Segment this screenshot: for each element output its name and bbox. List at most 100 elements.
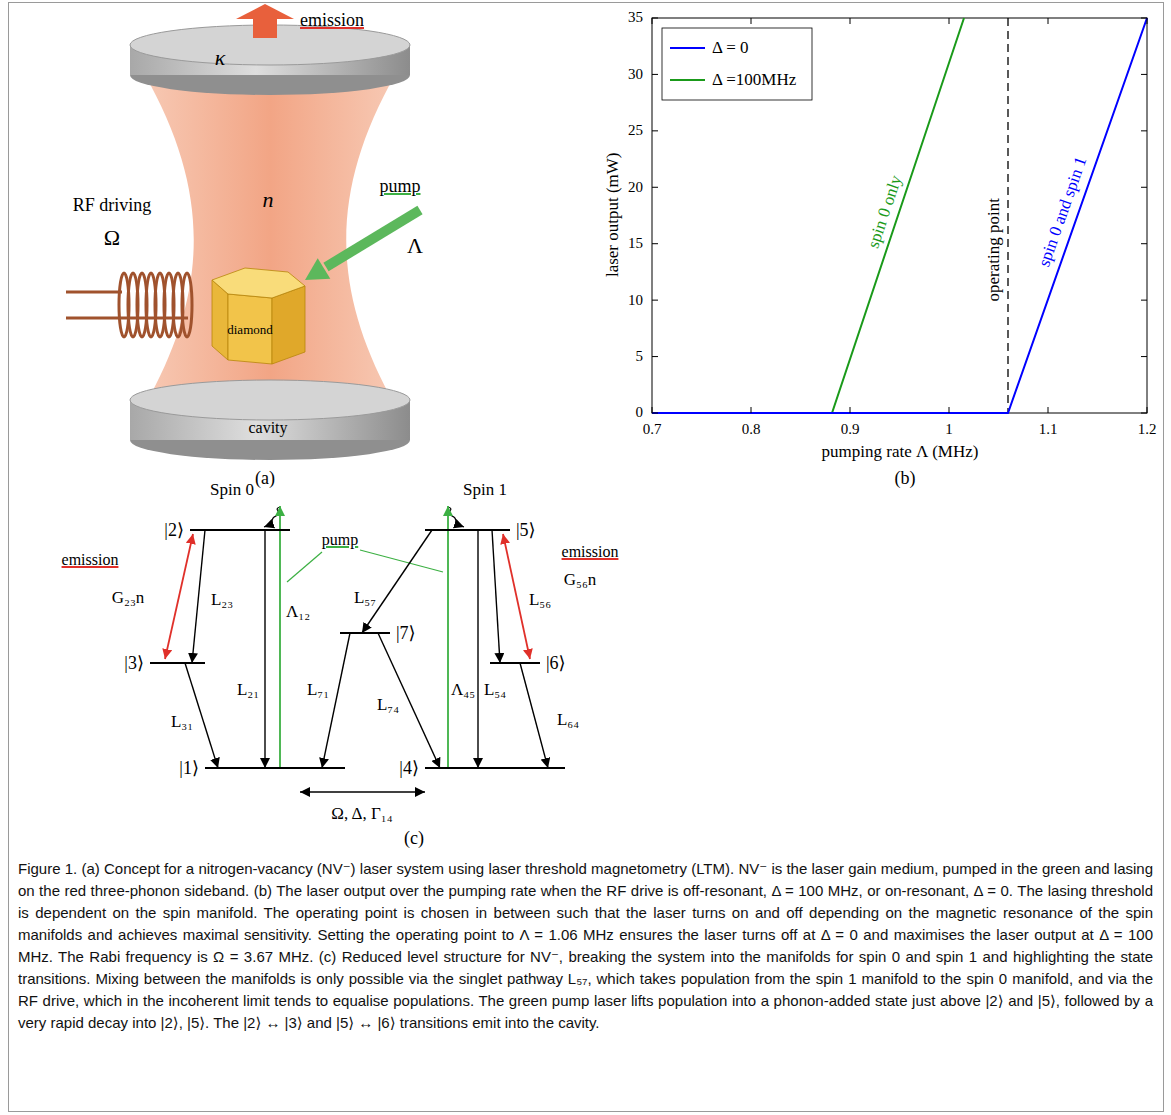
energy-level: |6⟩: [490, 653, 566, 674]
level-label: |1⟩: [179, 758, 199, 779]
annotation-label: emission: [562, 543, 619, 561]
axis-tick: [652, 300, 658, 301]
axis-tick: [652, 407, 653, 413]
transition-arrow: [322, 633, 350, 768]
axis-tick: [1147, 18, 1148, 24]
transition-arrow: [447, 506, 449, 768]
tick-label: 5: [636, 348, 644, 365]
pump-label: pump: [379, 176, 420, 197]
tick-label: 20: [628, 179, 643, 196]
phonon-decay: [264, 507, 464, 527]
tick-label: 30: [628, 66, 643, 83]
transition-label: L₆₄: [557, 710, 579, 730]
level-line: [190, 529, 290, 531]
energy-level: |5⟩: [425, 520, 536, 541]
level-label: |4⟩: [399, 758, 419, 779]
rf-label: RF driving: [73, 195, 152, 216]
transition-label: Ω, Δ, Γ₁₄: [331, 804, 392, 824]
tick-label: 15: [628, 235, 643, 252]
axis-tick: [652, 18, 653, 24]
tick-label: 0.8: [742, 421, 761, 438]
transition-label: L₇₄: [377, 695, 399, 715]
manifold-label: Spin 1: [463, 480, 507, 500]
tick-label: 0.7: [643, 421, 662, 438]
emission-arrow: [236, 4, 294, 38]
energy-level: |7⟩: [340, 623, 416, 644]
transition-label: G₂₃n: [112, 588, 145, 608]
tick-label: 25: [628, 122, 643, 139]
axis-tick: [1147, 407, 1148, 413]
axis-title: laser output (mW): [602, 153, 622, 278]
axis-tick: [850, 18, 851, 24]
part-label: diamond: [227, 323, 273, 338]
legend-box: [662, 28, 812, 100]
transition-arrow: [477, 530, 478, 768]
transition-label: Λ₁₂: [286, 602, 310, 622]
symbol-label: n: [263, 187, 274, 212]
transition-arrow: [192, 530, 205, 663]
tick-label: 1.1: [1039, 421, 1058, 438]
figure-caption: Figure 1. (a) Concept for a nitrogen-vac…: [18, 858, 1153, 1034]
axis-tick: [850, 407, 851, 413]
axis-tick: [652, 413, 658, 414]
level-line: [150, 662, 205, 664]
pump-leader: [287, 550, 443, 582]
level-line: [490, 662, 540, 664]
level-line: [340, 632, 390, 634]
axis-tick: [652, 243, 658, 244]
diamond-crystal: [212, 268, 305, 364]
axis-tick: [652, 74, 658, 75]
level-line: [205, 767, 345, 769]
transition-label: Λ₄₅: [451, 680, 475, 700]
blue-curve: [652, 18, 1147, 413]
axis-tick: [949, 18, 950, 24]
axis-tick: [1141, 243, 1147, 244]
annotation-label: emission: [62, 551, 119, 569]
tick-label: 1.2: [1138, 421, 1157, 438]
annotation-label: pump: [322, 531, 358, 549]
level-label: |3⟩: [124, 653, 144, 674]
transition-label: L₃₁: [171, 712, 193, 732]
plot-area: [652, 18, 1147, 413]
transition-arrow: [520, 663, 548, 768]
emission-label: emission: [300, 10, 364, 31]
axis-tick: [1141, 74, 1147, 75]
axis-tick: [751, 407, 752, 413]
axis-tick: [652, 17, 658, 18]
axis-title: pumping rate Λ (MHz): [822, 442, 979, 462]
axis-tick: [1141, 413, 1147, 414]
level-label: |2⟩: [164, 520, 184, 541]
operating-point-line: [1007, 18, 1008, 413]
legend-sample: [670, 79, 705, 81]
axis-tick: [1141, 187, 1147, 188]
transition-label: L₅₄: [484, 680, 506, 700]
transition-label: G₅₆n: [564, 570, 597, 590]
tick-label: 0: [636, 404, 644, 421]
axis-tick: [1141, 356, 1147, 357]
transition-arrow: [264, 530, 265, 768]
cavity-mirror-bottom: [130, 380, 410, 460]
axis-tick: [1141, 17, 1147, 18]
transition-arrow: [503, 534, 530, 659]
transition-label: L₇₁: [307, 680, 329, 700]
pump-arrow: [305, 210, 420, 280]
axis-tick: [751, 18, 752, 24]
part-label: cavity: [248, 419, 287, 437]
symbol-label: Λ: [407, 233, 423, 258]
rf-coil: [66, 273, 192, 337]
laser-beam: [145, 69, 395, 406]
legend-label: Δ = 0: [712, 38, 749, 58]
axis-tick: [1141, 130, 1147, 131]
level-label: |7⟩: [396, 623, 416, 644]
green-curve: [652, 18, 964, 413]
tick-label: 0.9: [841, 421, 860, 438]
panel-label: (a): [255, 468, 275, 489]
energy-level: |3⟩: [124, 653, 205, 674]
legend-sample: [670, 47, 705, 49]
transition-label: L₅₆: [529, 590, 551, 610]
symbol-label: κ: [215, 45, 226, 70]
axis-tick: [949, 407, 950, 413]
transition-label: L₂₁: [237, 680, 259, 700]
level-label: |5⟩: [516, 520, 536, 541]
level-line: [425, 767, 565, 769]
